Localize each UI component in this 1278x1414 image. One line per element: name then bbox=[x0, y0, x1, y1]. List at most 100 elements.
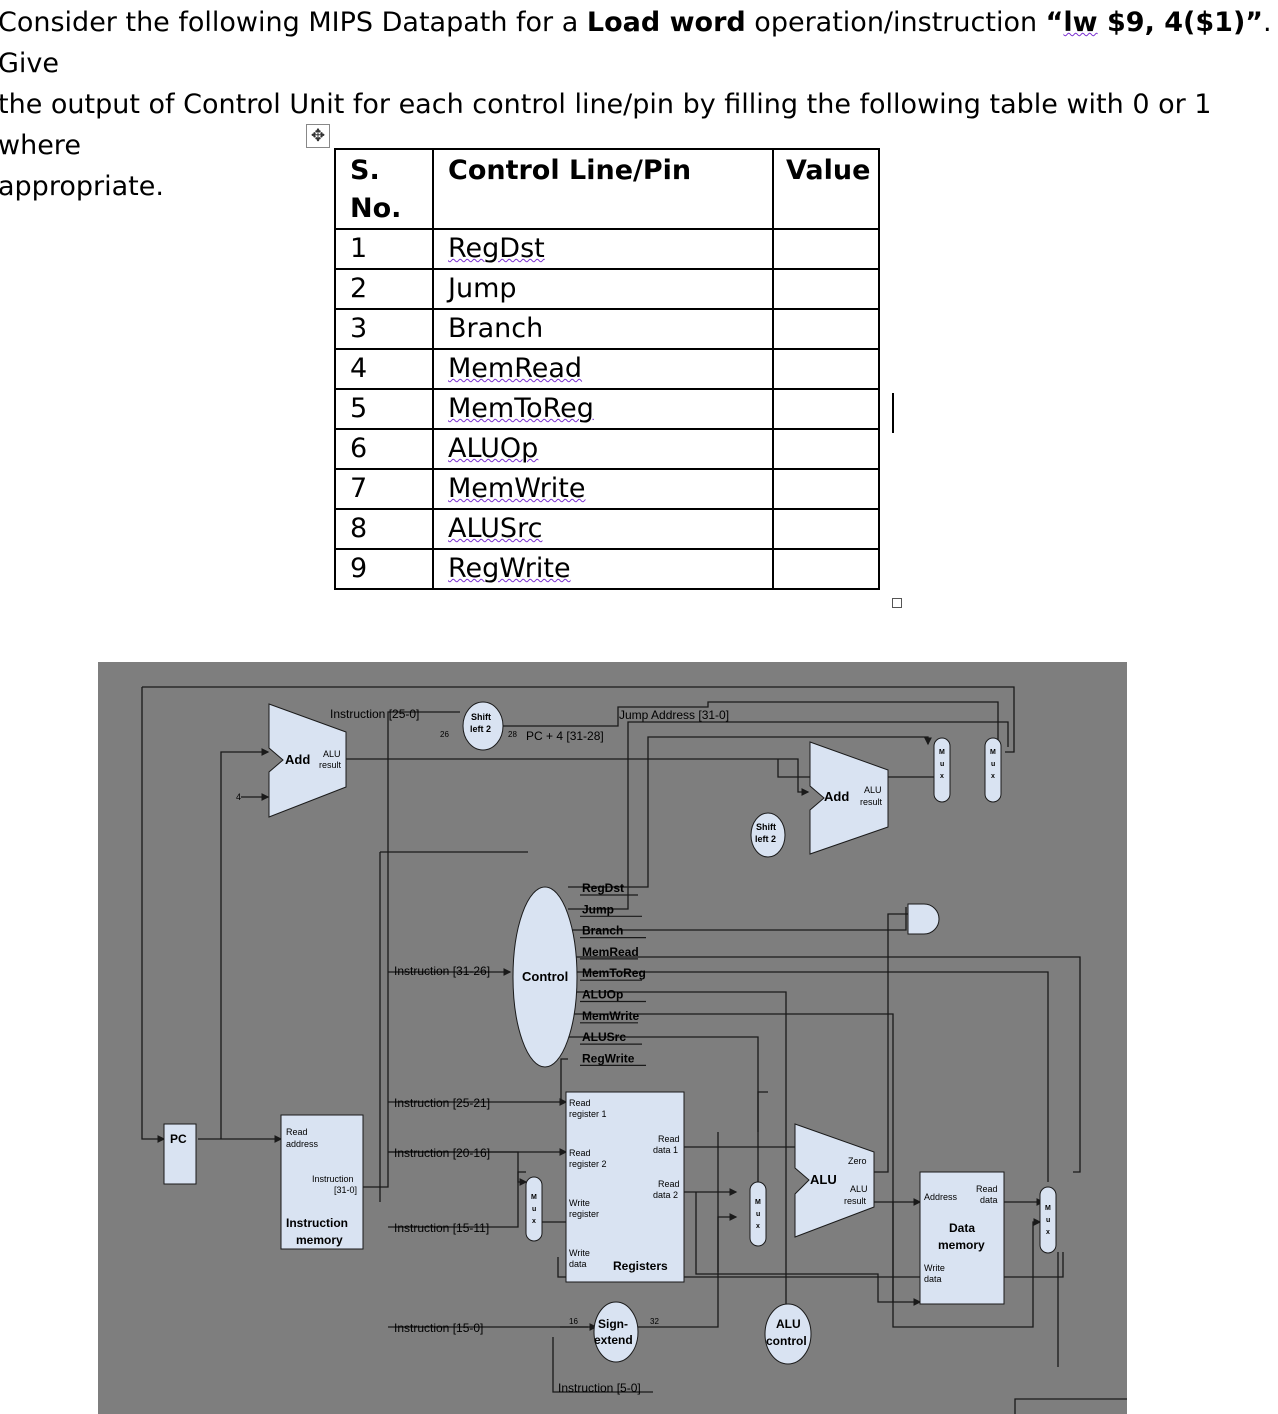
svg-text:Write: Write bbox=[924, 1263, 945, 1273]
svg-text:result: result bbox=[319, 760, 342, 770]
svg-text:Write: Write bbox=[569, 1248, 590, 1258]
row-value-cell[interactable] bbox=[772, 548, 880, 590]
label-16: 16 bbox=[569, 1317, 578, 1326]
svg-text:x: x bbox=[532, 1218, 536, 1225]
datapath-wires bbox=[141, 686, 1127, 1414]
svg-text:Instruction: Instruction bbox=[286, 1216, 348, 1230]
row-sno: 4 bbox=[334, 348, 434, 390]
svg-text:Shift: Shift bbox=[471, 712, 491, 722]
register-file: Read register 1 Read register 2 Write re… bbox=[565, 1091, 685, 1283]
branch-mux: M u x bbox=[933, 737, 951, 803]
svg-text:left 2: left 2 bbox=[470, 724, 491, 734]
svg-text:ALU: ALU bbox=[323, 749, 341, 759]
row-control-line: Jump bbox=[432, 268, 774, 310]
label-jump-address: Jump Address [31-0] bbox=[619, 708, 729, 722]
row-sno: 5 bbox=[334, 388, 434, 430]
label-32: 32 bbox=[650, 1317, 659, 1326]
control-signal-label: ALUSrc bbox=[582, 1030, 626, 1044]
svg-text:M: M bbox=[990, 749, 996, 756]
svg-text:address: address bbox=[286, 1139, 319, 1149]
row-control-line: ALUSrc bbox=[432, 508, 774, 550]
regdst-mux: M u x bbox=[525, 1176, 543, 1242]
svg-text:data 1: data 1 bbox=[653, 1145, 678, 1155]
alusrc-mux: M u x bbox=[749, 1181, 767, 1247]
svg-text:memory: memory bbox=[296, 1233, 343, 1247]
question-line1-mid: operation/instruction bbox=[745, 7, 1046, 38]
row-control-line: MemRead bbox=[432, 348, 774, 390]
label-instr-5-0: Instruction [5-0] bbox=[558, 1381, 641, 1395]
label-28: 28 bbox=[508, 730, 517, 739]
svg-text:Shift: Shift bbox=[756, 822, 776, 832]
svg-text:Write: Write bbox=[569, 1198, 590, 1208]
svg-text:M: M bbox=[531, 1194, 537, 1201]
const-four-label: 4 bbox=[236, 792, 241, 802]
svg-text:data: data bbox=[924, 1274, 942, 1284]
svg-text:Sign-: Sign- bbox=[598, 1317, 628, 1331]
row-control-line: MemWrite bbox=[432, 468, 774, 510]
svg-text:memory: memory bbox=[938, 1238, 985, 1252]
svg-text:u: u bbox=[991, 761, 995, 768]
row-value-cell[interactable] bbox=[772, 348, 880, 390]
row-value-cell[interactable] bbox=[772, 268, 880, 310]
svg-text:ALU: ALU bbox=[810, 1172, 837, 1187]
row-value-cell[interactable] bbox=[772, 508, 880, 550]
svg-text:ALU: ALU bbox=[776, 1317, 801, 1331]
branch-adder: Add ALU result bbox=[809, 741, 889, 855]
question-line1-end: . Give bbox=[0, 7, 1272, 79]
svg-text:x: x bbox=[940, 773, 944, 780]
control-signal-label: RegWrite bbox=[582, 1051, 635, 1065]
row-control-line: RegDst bbox=[432, 228, 774, 270]
question-line3: appropriate. bbox=[0, 171, 164, 202]
header-sno: S.No. bbox=[334, 148, 434, 230]
question-lw: lw bbox=[1063, 7, 1098, 38]
svg-text:data 2: data 2 bbox=[653, 1190, 678, 1200]
row-value-cell[interactable] bbox=[772, 468, 880, 510]
question-load-word: Load word bbox=[586, 7, 746, 38]
control-signal-label: RegDst bbox=[582, 881, 624, 895]
branch-and-gate bbox=[907, 903, 940, 935]
label-instr-15-11: Instruction [15-11] bbox=[394, 1221, 489, 1235]
svg-text:register 2: register 2 bbox=[569, 1159, 607, 1169]
question-instruction: $9, 4($1)” bbox=[1097, 7, 1264, 38]
row-sno: 1 bbox=[334, 228, 434, 270]
resize-handle-icon[interactable] bbox=[892, 598, 902, 608]
row-sno: 3 bbox=[334, 308, 434, 350]
move-cross-icon[interactable]: ✥ bbox=[306, 124, 330, 148]
svg-text:Read: Read bbox=[569, 1148, 591, 1158]
question-quote-open: “ bbox=[1045, 7, 1064, 38]
svg-text:result: result bbox=[844, 1196, 867, 1206]
text-cursor bbox=[892, 393, 894, 433]
svg-text:Read: Read bbox=[569, 1098, 591, 1108]
header-control: Control Line/Pin bbox=[432, 148, 774, 230]
question-text: Consider the following MIPS Datapath for… bbox=[0, 2, 1273, 207]
label-instr-31-26: Instruction [31-26] bbox=[394, 964, 490, 978]
label-26: 26 bbox=[440, 730, 449, 739]
row-value-cell[interactable] bbox=[772, 388, 880, 430]
row-sno: 7 bbox=[334, 468, 434, 510]
label-instr-25-21: Instruction [25-21] bbox=[394, 1096, 490, 1110]
row-value-cell[interactable] bbox=[772, 228, 880, 270]
control-signal-label: Jump bbox=[582, 902, 614, 916]
svg-text:ALU: ALU bbox=[864, 785, 882, 795]
svg-text:u: u bbox=[532, 1206, 536, 1213]
svg-text:M: M bbox=[755, 1199, 761, 1206]
svg-text:M: M bbox=[939, 749, 945, 756]
control-unit: Control bbox=[512, 886, 578, 1068]
row-value-cell[interactable] bbox=[772, 308, 880, 350]
pc-register: PC bbox=[163, 1123, 197, 1185]
svg-text:Data: Data bbox=[949, 1221, 975, 1235]
control-signal-label: MemRead bbox=[582, 945, 639, 959]
svg-text:data: data bbox=[980, 1195, 998, 1205]
jump-shift-left: Shift left 2 bbox=[462, 701, 504, 751]
label-instr-15-0: Instruction [15-0] bbox=[394, 1321, 483, 1335]
svg-text:Read: Read bbox=[286, 1127, 308, 1137]
row-sno: 2 bbox=[334, 268, 434, 310]
row-value-cell[interactable] bbox=[772, 428, 880, 470]
